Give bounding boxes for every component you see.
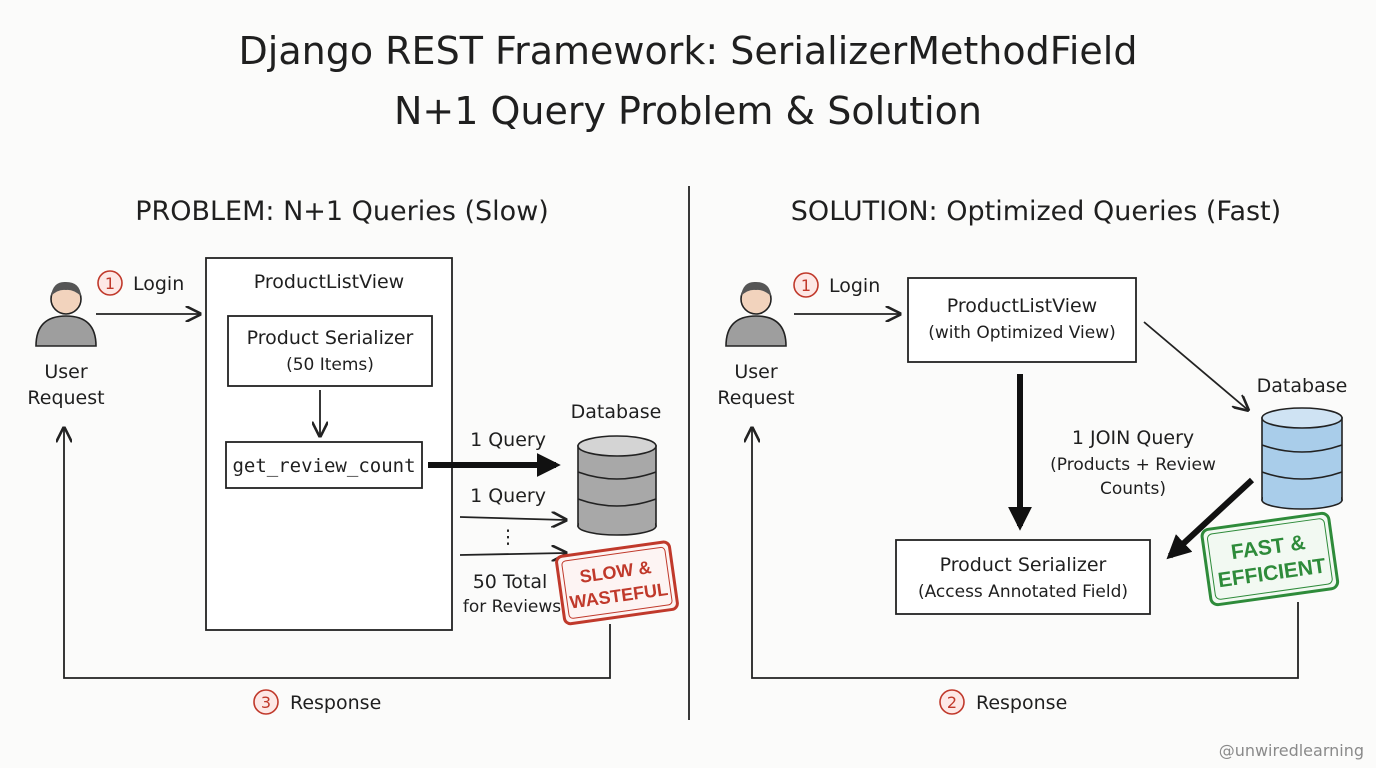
query-label-1: 1 Query — [470, 429, 546, 451]
response-step-number: 3 — [261, 693, 271, 712]
problem-heading: PROBLEM: N+1 Queries (Slow) — [135, 196, 549, 227]
database-to-serializer-arrow — [1166, 477, 1255, 560]
step-circle — [793, 272, 819, 298]
fast-efficient-stamp: FAST & EFFICIENT — [1200, 511, 1340, 607]
response-label: Response — [290, 692, 381, 714]
login-label: Login — [133, 273, 184, 295]
response-step-number: 2 — [947, 693, 957, 712]
method-box — [225, 441, 423, 489]
step-circle — [97, 270, 123, 296]
query-arrow-n — [459, 553, 566, 555]
user-label-line-2: Request — [717, 387, 794, 409]
solution-panel: SOLUTION: Optimized Queries (Fast) User … — [717, 196, 1348, 715]
response-arrow — [64, 428, 611, 679]
user-label-line-1: User — [734, 361, 777, 383]
join-line-3: Counts) — [1100, 479, 1166, 499]
response-arrow — [752, 428, 1299, 679]
user-icon — [725, 281, 787, 347]
login-label: Login — [829, 275, 880, 297]
step-circle — [253, 689, 279, 715]
solution-serializer-line-1: Product Serializer — [940, 554, 1107, 576]
title-line-2: N+1 Query Problem & Solution — [394, 89, 982, 133]
method-name: get_review_count — [232, 455, 415, 477]
response-label: Response — [976, 692, 1067, 714]
database-icon — [577, 435, 657, 536]
title-line-1: Django REST Framework: SerializerMethodF… — [239, 29, 1138, 73]
slow-wasteful-stamp: SLOW & WASTEFUL — [555, 540, 679, 626]
user-icon — [35, 281, 97, 347]
login-step-number: 1 — [801, 276, 811, 295]
solution-heading: SOLUTION: Optimized Queries (Fast) — [791, 196, 1281, 227]
solution-database-label: Database — [1257, 375, 1348, 397]
total-queries-line-1: 50 Total — [473, 571, 548, 593]
optimized-view-box — [907, 277, 1137, 363]
database-icon — [1261, 407, 1343, 510]
step-circle — [939, 689, 965, 715]
total-queries-line-2: for Reviews — [463, 597, 561, 617]
problem-database-label: Database — [571, 401, 662, 423]
serializer-line-2: (50 Items) — [286, 355, 374, 375]
view-title: ProductListView — [254, 271, 404, 293]
solution-serializer-line-2: (Access Annotated Field) — [918, 582, 1128, 602]
login-step-number: 1 — [105, 274, 115, 293]
user-label-line-2: Request — [27, 387, 104, 409]
problem-panel: PROBLEM: N+1 Queries (Slow) User Request… — [27, 196, 679, 715]
query-ellipsis: ⋮ — [499, 526, 518, 548]
join-line-1: 1 JOIN Query — [1072, 427, 1194, 449]
view-line-1: ProductListView — [947, 295, 1097, 317]
user-label-line-1: User — [44, 361, 87, 383]
watermark: @unwiredlearning — [1219, 741, 1364, 760]
serializer-box — [227, 315, 433, 387]
join-line-2: (Products + Review — [1050, 455, 1216, 475]
solution-serializer-box — [895, 539, 1151, 615]
view-to-database-arrow — [1143, 321, 1248, 410]
view-line-2: (with Optimized View) — [928, 323, 1116, 343]
query-label-2: 1 Query — [470, 485, 546, 507]
query-arrow-2 — [459, 517, 566, 520]
serializer-line-1: Product Serializer — [247, 327, 414, 349]
